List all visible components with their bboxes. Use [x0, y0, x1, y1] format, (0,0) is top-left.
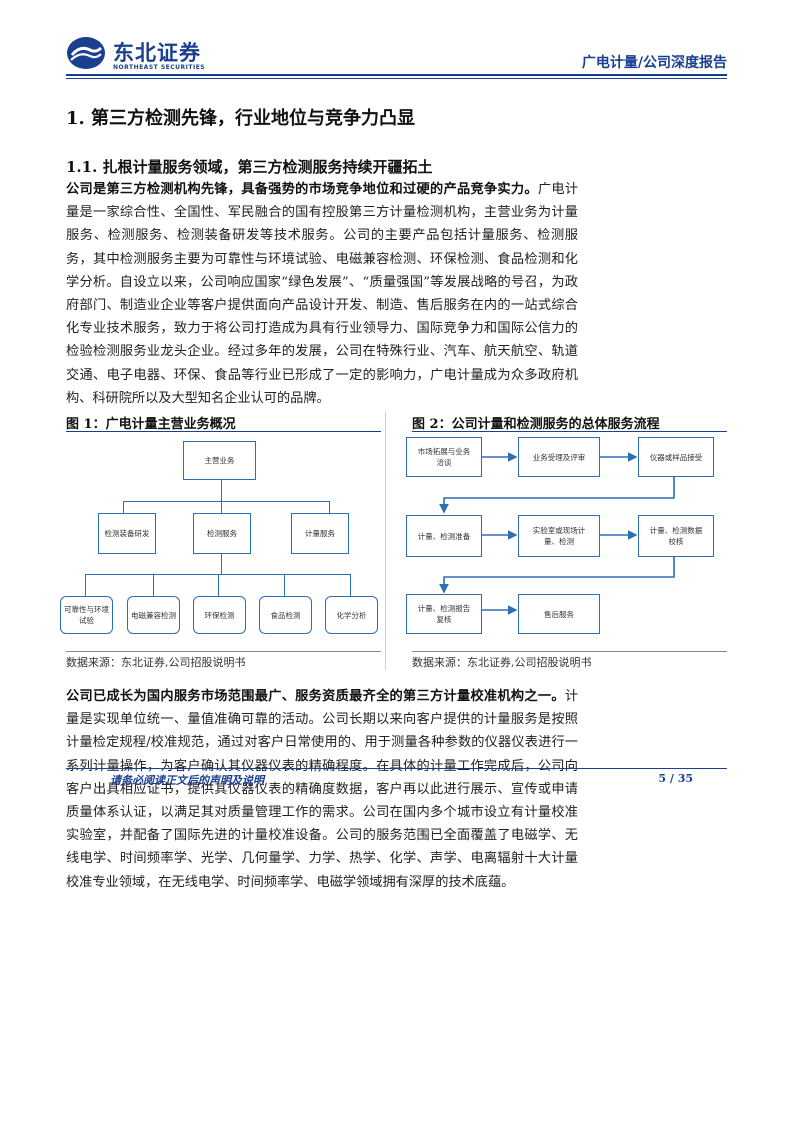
logo-text-cn: 东北证券 [113, 41, 201, 65]
paragraph-2: 公司已成长为国内服务市场范围最广、服务资质最齐全的第三方计量校准机构之一。计量是… [66, 685, 578, 894]
org-node-testing: 检测服务 [193, 513, 251, 554]
figure-2-bottom-rule [412, 651, 727, 652]
flow-step-verify: 计量、检测数据校核 [638, 515, 714, 557]
org-node-metrology: 计量服务 [291, 513, 349, 554]
figure-1-caption: 图 1：广电计量主营业务概况 [66, 417, 236, 432]
figure-1-source: 数据来源：东北证券,公司招股说明书 [66, 656, 246, 669]
page-number: 5 / 35 [658, 772, 693, 785]
flow-step-aftersales: 售后服务 [518, 594, 600, 634]
paragraph-2-body: 计量是实现单位统一、量值准确可靠的活动。公司长期以来向客户提供的计量服务是按照计… [66, 689, 578, 890]
org-leaf-food: 食品检测 [259, 596, 312, 634]
paragraph-1: 公司是第三方检测机构先锋，具备强势的市场竞争地位和过硬的产品竞争实力。广电计量是… [66, 178, 578, 410]
flow-step-receive: 仪器或样品接受 [638, 437, 714, 477]
paragraph-1-body: 广电计量是一家综合性、全国性、军民融合的国有控股第三方计量检测机构，主营业务为计… [66, 182, 579, 406]
org-root-box: 主营业务 [183, 441, 256, 480]
figure-1-bottom-rule [66, 651, 381, 652]
figure-2-caption: 图 2：公司计量和检测服务的总体服务流程 [412, 417, 660, 432]
header-divider [66, 74, 727, 76]
header-divider-thin [66, 78, 727, 79]
paragraph-1-lead: 公司是第三方检测机构先锋，具备强势的市场竞争地位和过硬的产品竞争实力。 [66, 182, 538, 197]
org-leaf-emc: 电磁兼容检测 [127, 596, 180, 634]
org-node-equipment-rd: 检测装备研发 [98, 513, 156, 554]
figure-2-flow-chart: 市场拓展与业务洽谈 业务受理及评审 仪器或样品接受 计量、检测准备 实验室或现场… [398, 432, 728, 651]
flow-step-prepare: 计量、检测准备 [406, 515, 482, 557]
paragraph-2-lead: 公司已成长为国内服务市场范围最广、服务资质最齐全的第三方计量校准机构之一。 [66, 689, 565, 704]
flow-step-review: 计量、检测报告复核 [406, 594, 482, 634]
subsection-heading: 1.1. 扎根计量服务领域，第三方检测服务持续开疆拓土 [66, 158, 433, 176]
logo-text-en: NORTHEAST SECURITIES [113, 64, 206, 71]
figure-2-caption-rule [412, 431, 727, 432]
footer-divider [66, 768, 727, 769]
figure-1-caption-rule [66, 431, 381, 432]
org-leaf-reliability: 可靠性与环境试验 [60, 596, 113, 634]
flow-arrows [439, 452, 675, 615]
figure-divider [385, 412, 386, 670]
report-tag: 广电计量/公司深度报告 [581, 55, 727, 71]
figure-2-source: 数据来源：东北证券,公司招股说明书 [412, 656, 592, 669]
flow-step-market: 市场拓展与业务洽谈 [406, 437, 482, 477]
org-leaf-chemical: 化学分析 [325, 596, 378, 634]
section-heading: 1. 第三方检测先锋，行业地位与竞争力凸显 [66, 108, 416, 129]
flow-step-accept: 业务受理及评审 [518, 437, 600, 477]
footer-disclaimer: 请务必阅读正文后的声明及说明 [110, 774, 264, 787]
logo-icon [67, 37, 105, 69]
org-leaf-environment: 环保检测 [193, 596, 246, 634]
flow-step-measure: 实验室或现场计量、检测 [518, 515, 600, 557]
figure-1-org-chart: 主营业务 检测装备研发 检测服务 计量服务 可靠性与环境试验 电磁兼容检测 环保… [60, 432, 381, 651]
